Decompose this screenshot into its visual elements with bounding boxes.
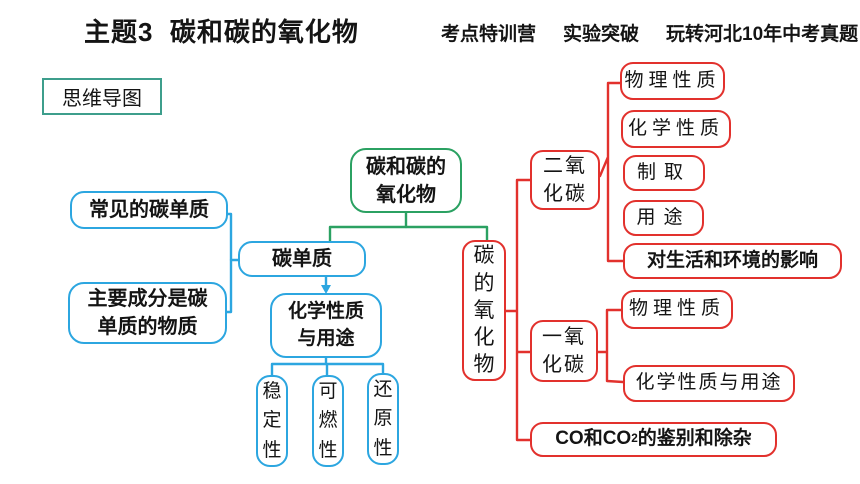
header-tags: 考点特训营 实验突破 玩转河北10年中考真题 — [441, 19, 858, 46]
connector-root-split — [328, 225, 489, 243]
carbon-prop-stability-label: 稳定性 — [262, 380, 282, 461]
node-carbon-common: 常见的碳单质 — [70, 191, 228, 229]
connector-carbon-bracket — [225, 212, 233, 314]
node-co2-preparation: 制取 — [623, 155, 705, 191]
comparison-suffix: 的鉴别和除杂 — [637, 428, 752, 450]
connector-oxides-trunk — [502, 178, 532, 442]
connector-props-split — [270, 356, 385, 377]
header-tag-1: 考点特训营 — [441, 24, 537, 45]
node-co: 一氧 化碳 — [530, 320, 598, 382]
node-carbon: 碳单质 — [238, 241, 366, 277]
node-carbon-prop-combustibility: 可燃性 — [312, 375, 344, 467]
node-carbon-chem-use: 化学性质 与用途 — [270, 293, 382, 358]
node-co-chemical-uses: 化学性质与用途 — [623, 365, 795, 402]
node-co2: 二氧 化碳 — [530, 150, 600, 210]
node-root: 碳和碳的 氧化物 — [350, 148, 462, 213]
red-connectors — [502, 81, 625, 442]
node-carbon-sources: 主要成分是碳 单质的物质 — [68, 282, 227, 344]
comparison-prefix: CO和CO — [555, 428, 632, 450]
section-badge-mindmap: 思维导图 — [42, 78, 162, 115]
connector-co2-bracket — [598, 81, 625, 263]
oxides-label: 碳的氧化物 — [473, 243, 495, 377]
node-oxides: 碳的氧化物 — [462, 240, 506, 381]
carbon-prop-reducibility-label: 还原性 — [373, 378, 393, 459]
comparison-subscript: 2 — [631, 432, 638, 446]
node-co-physical: 物理性质 — [621, 290, 733, 329]
node-co2-chemical: 化学性质 — [621, 110, 731, 148]
header-tag-2: 实验突破 — [563, 24, 640, 45]
node-carbon-prop-stability: 稳定性 — [256, 375, 288, 467]
node-carbon-prop-reducibility: 还原性 — [367, 373, 399, 465]
page-title: 主题3 碳和碳的氧化物 — [84, 17, 359, 47]
node-co2-environment-impact: 对生活和环境的影响 — [623, 243, 842, 279]
connector-co-bracket — [596, 308, 625, 384]
green-connectors — [328, 211, 489, 243]
carbon-prop-combustibility-label: 可燃性 — [318, 380, 338, 461]
node-co2-uses: 用途 — [623, 200, 704, 236]
header-tag-3: 玩转河北10年中考真题 — [666, 24, 859, 45]
node-co2-physical: 物理性质 — [620, 62, 725, 100]
